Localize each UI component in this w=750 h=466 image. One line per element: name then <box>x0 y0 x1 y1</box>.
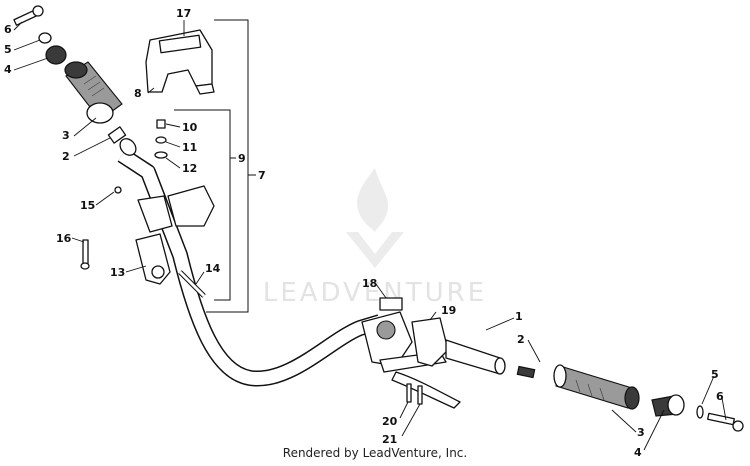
callout-21: 21 <box>382 433 397 446</box>
callout-15: 15 <box>80 199 95 212</box>
watermark-text: LEADVENTURE <box>263 278 487 308</box>
callout-10: 10 <box>182 121 198 134</box>
part-6-bolt-right <box>707 412 744 432</box>
fastener-stack <box>154 119 168 159</box>
part-19-throttle-housing <box>411 317 449 367</box>
callout-6-left: 6 <box>4 23 12 36</box>
left-grip-assembly <box>13 5 127 144</box>
part-3-grip-right <box>553 364 640 410</box>
callout-8: 8 <box>134 87 142 100</box>
watermark-flame-logo <box>346 168 404 268</box>
callout-labels: 6 5 4 3 2 8 17 10 11 12 9 7 15 16 13 14 … <box>4 7 724 459</box>
callout-2-left: 2 <box>62 150 70 163</box>
callout-20: 20 <box>382 415 398 428</box>
clamp-assembly <box>80 185 215 298</box>
footer-credit: Rendered by LeadVenture, Inc. <box>282 446 468 460</box>
part-17-label <box>158 34 202 54</box>
part-11-lockwasher <box>155 136 167 144</box>
part-20-screw <box>406 383 412 403</box>
part-4-bar-end-left <box>45 45 67 65</box>
part-14-screw <box>178 270 206 298</box>
callout-11: 11 <box>182 141 197 154</box>
callout-13: 13 <box>110 266 125 279</box>
callout-3-right: 3 <box>637 426 645 439</box>
part-15-nut <box>114 186 122 194</box>
part-2-insert-right <box>516 365 536 379</box>
part-5-washer-left <box>38 32 52 44</box>
callout-6-right: 6 <box>716 390 724 403</box>
part-3-grip-left <box>64 61 123 124</box>
callout-5-left: 5 <box>4 43 12 56</box>
callout-7: 7 <box>258 169 266 182</box>
callout-18: 18 <box>362 277 377 290</box>
part-12-washer <box>154 151 168 159</box>
part-5-washer-right <box>696 405 704 419</box>
part-16-bolt <box>80 239 90 270</box>
callout-17: 17 <box>176 7 191 20</box>
callout-4-right: 4 <box>634 446 642 459</box>
callout-19: 19 <box>441 304 456 317</box>
part-13-lever-mount <box>135 233 171 285</box>
part-4-bar-end-right <box>651 394 685 417</box>
part-18-sticker <box>379 297 403 311</box>
callout-1: 1 <box>515 310 523 323</box>
callout-4-left: 4 <box>4 63 12 76</box>
callout-16: 16 <box>56 232 72 245</box>
part-1-throttle-tube <box>445 339 501 375</box>
right-control-assembly <box>361 297 744 432</box>
handlebar <box>117 138 383 387</box>
part-2-insert-left <box>107 126 127 144</box>
callout-2-right: 2 <box>517 333 525 346</box>
leader-lines <box>13 20 727 451</box>
leadventure-watermark: LEADVENTURE <box>263 168 487 308</box>
callout-9: 9 <box>238 152 246 165</box>
bracket-9 <box>174 109 231 301</box>
callout-3-left: 3 <box>62 129 70 142</box>
part-10-screw <box>156 119 166 129</box>
switch-housing <box>145 29 215 95</box>
callout-12: 12 <box>182 162 197 175</box>
part-6-bolt-left <box>13 5 44 26</box>
bracket-7 <box>206 19 249 313</box>
callout-14: 14 <box>205 262 221 275</box>
callout-5-right: 5 <box>711 368 719 381</box>
part-21-screw <box>417 385 423 405</box>
grouping-brackets <box>174 19 256 313</box>
